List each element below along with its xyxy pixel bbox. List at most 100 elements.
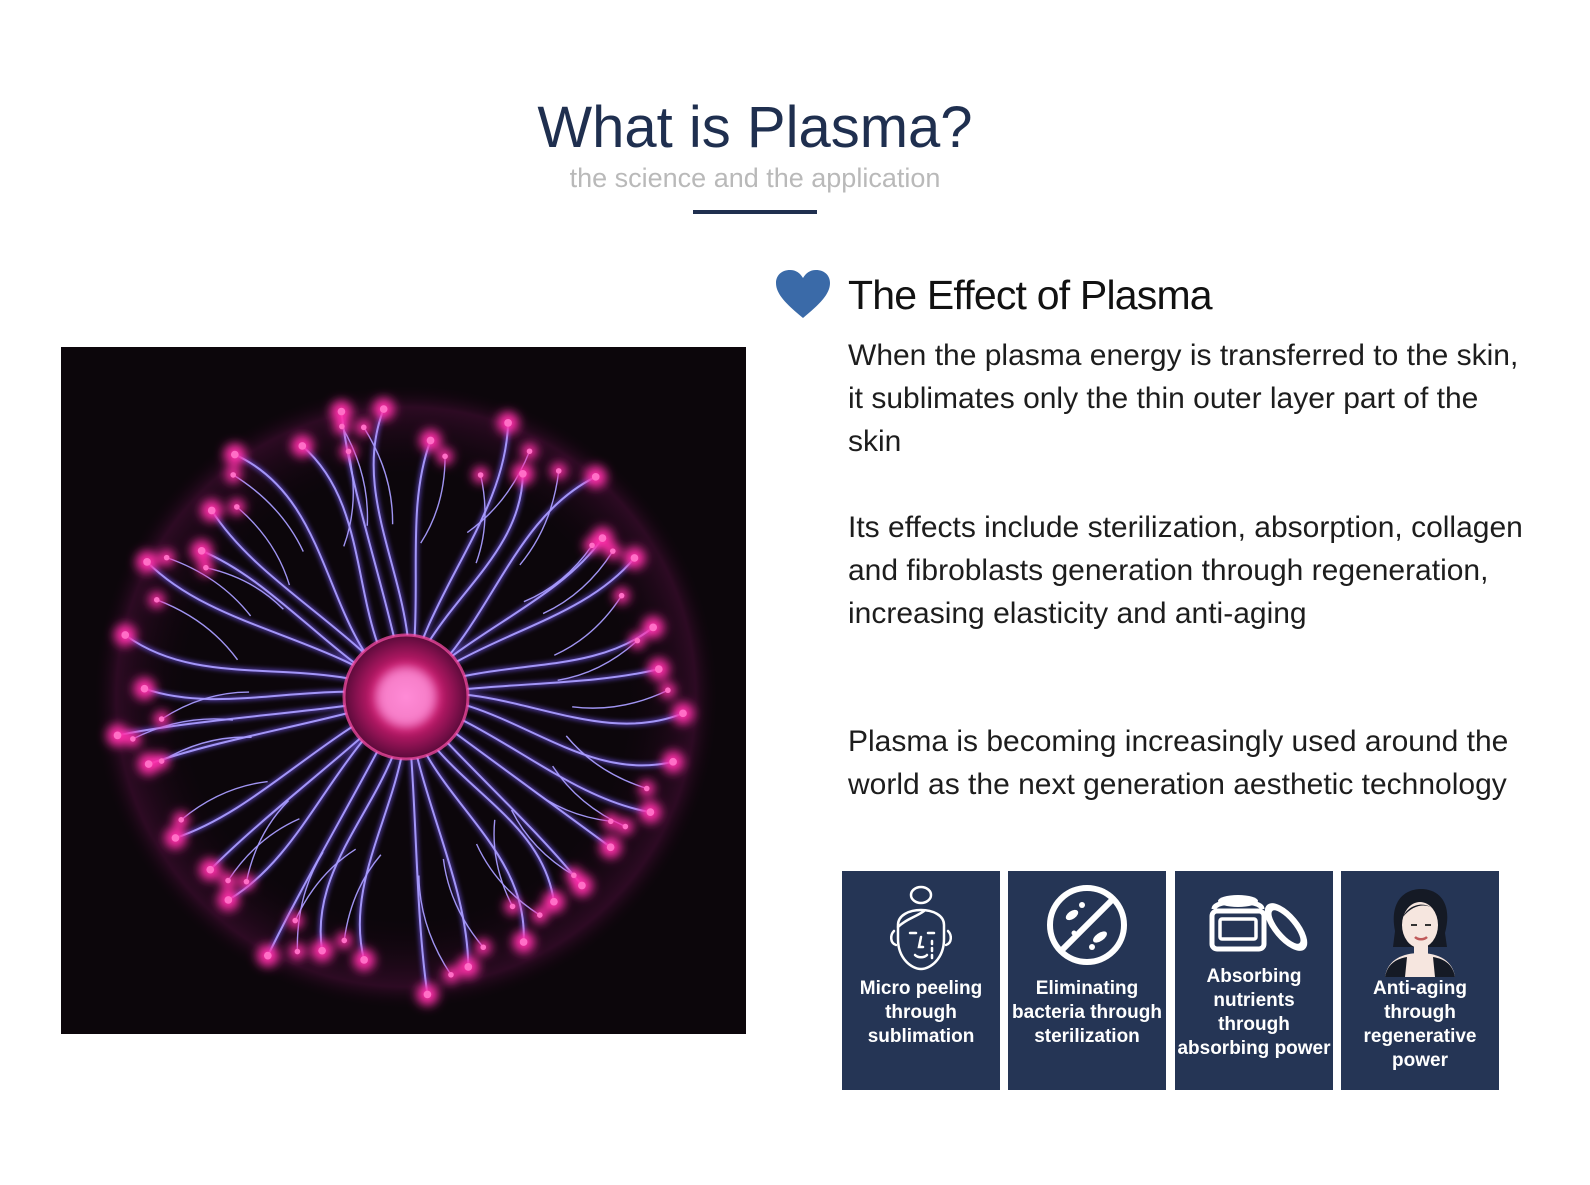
plasma-branch: [493, 819, 514, 907]
plasma-tip: [630, 554, 639, 562]
plasma-tip: [224, 896, 233, 904]
plasma-tip: [171, 834, 180, 842]
plasma-tip: [634, 637, 641, 644]
plasma-tip: [263, 951, 272, 960]
plasma-branch: [553, 595, 623, 656]
tile-eliminating-bacteria: Eliminating bacteria through sterilizati…: [1008, 871, 1166, 1090]
plasma-branch: [166, 556, 252, 617]
plasma-branch: [232, 474, 304, 552]
plasma-branch: [363, 426, 394, 525]
plasma-tip: [230, 472, 236, 478]
plasma-tip: [207, 506, 216, 515]
plasma-tip: [234, 504, 240, 510]
plasma-tip: [153, 597, 160, 603]
plasma-tip: [480, 944, 487, 951]
plasma-branch: [161, 691, 250, 720]
plasma-tip: [646, 808, 655, 816]
plasma-branch: [542, 550, 614, 615]
plasma-tip: [318, 946, 326, 955]
plasma-tip: [163, 554, 170, 561]
plasma-tip: [225, 877, 231, 884]
plasma-branch: [466, 450, 531, 534]
plasma-branch: [557, 640, 638, 681]
plasma-tip: [130, 736, 136, 742]
plasma-tip: [426, 436, 435, 445]
plasma-tip: [622, 823, 629, 830]
plasma-branch: [519, 470, 560, 566]
plasma-tip: [294, 948, 301, 955]
cream-jar-icon: [1209, 895, 1308, 952]
plasma-tip: [477, 472, 484, 478]
plasma-tip: [345, 448, 352, 455]
plasma-tip: [143, 558, 151, 566]
no-bacteria-icon: [1047, 885, 1127, 965]
plasma-branch: [418, 875, 452, 976]
plasma-tip: [654, 665, 663, 673]
plasma-tip: [360, 956, 368, 964]
plasma-branch: [296, 851, 324, 952]
plasma-branch: [475, 843, 541, 916]
plasma-tip: [610, 548, 616, 554]
tile-anti-aging: Anti-aging through regenerative power: [1341, 871, 1499, 1090]
tile-label: Micro peeling through sublimation: [859, 978, 983, 1047]
plasma-tip: [140, 684, 149, 693]
page-subtitle: the science and the application: [569, 163, 941, 193]
plasma-tip: [178, 817, 184, 823]
plasma-tip: [555, 468, 562, 474]
plasma-tip: [589, 542, 595, 549]
plasma-branch: [528, 786, 611, 823]
plasma-tip: [607, 818, 614, 825]
plasma-branch: [343, 451, 355, 547]
plasma-tip: [537, 912, 543, 918]
plasma-tip: [665, 687, 671, 694]
plasma-branch: [523, 544, 593, 603]
plasma-branch: [227, 818, 300, 881]
plasma-tip: [158, 758, 165, 764]
plasma-tip: [591, 472, 600, 481]
woman-face-icon: [1385, 889, 1455, 977]
plasma-tip: [643, 785, 650, 792]
plasma-tip: [606, 843, 615, 852]
benefit-tiles: Micro peeling through sublimation Elimin…: [842, 871, 1502, 1091]
plasma-tip: [550, 897, 558, 906]
plasma-ball-photo: [61, 347, 746, 1034]
plasma-tip: [448, 971, 454, 978]
plasma-tip: [230, 450, 239, 459]
plasma-branch: [180, 780, 268, 821]
plasma-tip: [298, 442, 307, 450]
plasma-tip: [504, 419, 512, 427]
plasma-tip: [669, 757, 677, 766]
tile-absorbing-nutrients: Absorbing nutrients through absorbing po…: [1175, 871, 1333, 1090]
paragraph-effects: Its effects include sterilization, absor…: [848, 511, 1523, 630]
plasma-tip: [113, 731, 122, 740]
plasma-branch: [420, 456, 446, 544]
plasma-tip: [464, 963, 473, 971]
tile-label: Anti-aging through regenerative power: [1363, 978, 1477, 1071]
plasma-branch: [510, 809, 575, 876]
heart-icon: [776, 270, 830, 318]
plasma-tip: [243, 878, 250, 885]
plasma-ball-illustration: [61, 347, 746, 1034]
section-heading: The Effect of Plasma: [848, 272, 1213, 318]
paragraph-sublimation: When the plasma energy is transferred to…: [848, 339, 1519, 458]
plasma-tip: [649, 623, 657, 632]
plasma-branch: [161, 736, 252, 762]
plasma-tip: [571, 872, 577, 879]
plasma-tip: [339, 423, 345, 430]
plasma-branch: [341, 426, 369, 526]
plasma-tip: [526, 448, 533, 455]
plasma-branch: [442, 858, 484, 948]
tile-label: Eliminating bacteria through sterilizati…: [1012, 978, 1162, 1047]
plasma-tip: [379, 405, 388, 413]
plasma-tip: [158, 716, 165, 722]
plasma-tip: [518, 469, 527, 478]
plasma-tip: [598, 534, 607, 543]
plasma-branch: [236, 506, 291, 586]
tile-label: Absorbing nutrients through absorbing po…: [1177, 966, 1331, 1059]
title-underline: [693, 210, 817, 214]
tile-micro-peeling: Micro peeling through sublimation: [842, 871, 1000, 1090]
plasma-tip: [509, 903, 516, 910]
plasma-tip: [618, 592, 625, 599]
page-title: What is Plasma?: [537, 95, 973, 160]
face-peeling-icon: [890, 885, 952, 971]
